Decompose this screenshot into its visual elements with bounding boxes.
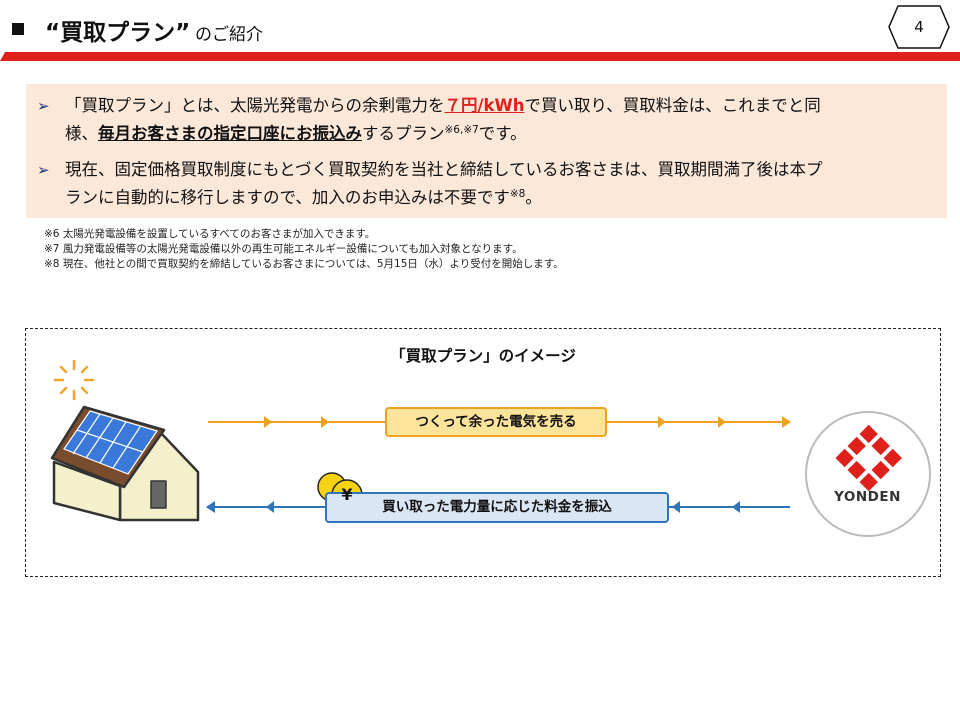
title-bullet-square [12, 23, 24, 35]
payment-label: 買い取った電力量に応じた料金を振込 [325, 492, 669, 523]
summary-bullet-2-line-1: 現在、固定価格買取制度にもとづく買取契約を当社と締結しているお客さまは、買取期間… [65, 160, 823, 179]
page-number-badge [888, 5, 950, 49]
sell-electricity-label: つくって余った電気を売る [385, 407, 607, 437]
page-title: “買取プラン” [45, 20, 191, 46]
bullet-1-text: 様、 [65, 124, 98, 143]
bullet-2-text: ランに自動的に移行しますので、加入のお申込みは不要です [65, 188, 510, 207]
yen-symbol: ¥ [341, 485, 353, 504]
footnote-6: ※6 太陽光発電設備を設置しているすべてのお客さまが加入できます。 [44, 228, 376, 240]
summary-bullet-1-line-1: 「買取プラン」とは、太陽光発電からの余剰電力を７円/kWhで買い取り、買取料金は… [65, 94, 821, 118]
page-number: 4 [914, 18, 924, 36]
bullet-2-text: 。 [525, 188, 542, 207]
footnote-8: ※8 現在、他社との間で買取契約を締結しているお客さまについては、5月15日（水… [44, 258, 564, 270]
footnote-ref: ※6,※7 [444, 124, 479, 136]
summary-panel [26, 84, 947, 218]
sun-icon [53, 359, 95, 401]
bullet-1-text: で買い取り、買取料金は、これまでと同 [524, 96, 821, 115]
footnote-7: ※7 風力発電設備等の太陽光発電設備以外の再生可能エネルギー設備についても加入対… [44, 243, 523, 255]
payment-method: 毎月お客さまの指定口座にお振込み [98, 124, 362, 143]
summary-bullet-2-line-2: ランに自動的に移行しますので、加入のお申込みは不要です※8。 [65, 182, 542, 210]
yonden-logo [805, 411, 931, 537]
diagram-title: 「買取プラン」のイメージ [390, 347, 576, 365]
sell-flow-arrow [208, 416, 791, 428]
footnote-ref: ※8 [509, 188, 526, 200]
yonden-logo-text: YONDEN [834, 489, 901, 505]
summary-bullet-1-line-2: 様、毎月お客さまの指定口座にお振込みするプラン※6,※7です。 [65, 118, 527, 146]
bullet-1-text: するプラン [362, 124, 445, 143]
house-with-solar-panels-icon [50, 405, 200, 522]
bullet-1-text: です。 [478, 124, 527, 143]
bullet-arrow-icon: ➢ [37, 161, 50, 179]
bullet-1-text: 「買取プラン」とは、太陽光発電からの余剰電力を [65, 96, 445, 115]
bullet-arrow-icon: ➢ [37, 97, 50, 115]
payment-flow-arrow [206, 501, 790, 513]
purchase-rate: ７円/kWh [444, 96, 525, 115]
diagram-frame [25, 328, 941, 577]
page-title-suffix: のご紹介 [195, 25, 263, 45]
header-red-bar [0, 52, 960, 61]
